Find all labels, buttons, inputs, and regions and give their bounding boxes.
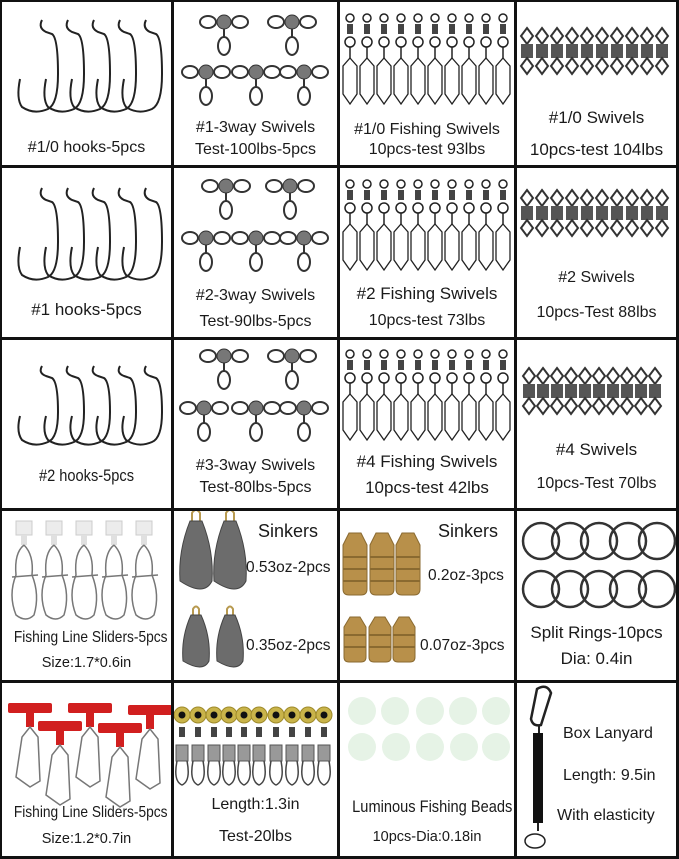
cell-hooks-1-0: #1/0 hooks-5pcs: [2, 2, 171, 165]
cell-sublabel: Test-20lbs: [219, 828, 292, 845]
cell-label: Fishing Line Sliders-5pcs: [13, 629, 168, 646]
cell-hooks-1: #1 hooks-5pcs: [2, 168, 171, 337]
cell-fishing-swivels-1-0: #1/0 Fishing Swivels 10pcs-test 93lbs: [340, 2, 514, 165]
sinker-weight-small: 0.35oz-2pcs: [246, 637, 331, 654]
cell-sublabel: 10pcs-Dia:0.18in: [372, 829, 482, 845]
cell-swivels-1-0: #1/0 Swivels 10pcs-test 104lbs: [517, 2, 676, 165]
luminous-bead-icon: [348, 697, 510, 761]
hook-icon: [17, 187, 164, 281]
cell-3way-swivels-3: #3-3way Swivels Test-80lbs-5pcs: [174, 340, 337, 508]
cell-label: #2 Swivels: [558, 269, 635, 286]
cell-line-sliders-white: Fishing Line Sliders-5pcs Size:1.7*0.6in: [2, 511, 171, 680]
cell-fishing-swivels-4: #4 Fishing Swivels 10pcs-test 42lbs: [340, 340, 514, 508]
lanyard-length: Length: 9.5in: [563, 767, 656, 784]
cell-label: #1/0 hooks-5pcs: [27, 139, 146, 156]
hook-icon: [17, 19, 164, 113]
cell-label: Luminous Fishing Beads: [352, 797, 513, 816]
cell-fishing-swivels-2: #2 Fishing Swivels 10pcs-test 73lbs: [340, 168, 514, 337]
grid-divider: [337, 0, 340, 859]
cell-label: #1/0 Fishing Swivels: [354, 121, 500, 138]
cell-label: #1/0 Swivels: [548, 108, 645, 127]
grid-divider: [0, 165, 679, 168]
grid-divider: [171, 0, 174, 859]
cell-label: #4 Fishing Swivels: [356, 452, 498, 471]
cell-sublabel: 10pcs-Test 88lbs: [536, 304, 657, 321]
cell-split-rings: Split Rings-10pcs Dia: 0.4in: [517, 511, 676, 680]
cell-sublabel: 10pcs-test 73lbs: [368, 312, 486, 329]
cell-label: Split Rings-10pcs: [530, 623, 663, 642]
cell-label: #2 Fishing Swivels: [356, 284, 498, 303]
cell-3way-swivels-2: #2-3way Swivels Test-90lbs-5pcs: [174, 168, 337, 337]
sinkers-title: Sinkers: [258, 521, 319, 541]
cell-sublabel: 10pcs-test 104lbs: [529, 140, 664, 159]
sinker-weight-large: 0.53oz-2pcs: [246, 559, 331, 576]
cell-label: Fishing Line Sliders-5pcs: [13, 804, 168, 821]
cell-sublabel: Test-80lbs-5pcs: [199, 479, 312, 496]
lanyard-title: Box Lanyard: [563, 725, 653, 742]
cell-sublabel: 10pcs-test 42lbs: [365, 478, 489, 497]
cell-swivels-4: #4 Swivels 10pcs-Test 70lbs: [517, 340, 676, 508]
cell-luminous-beads: Luminous Fishing Beads 10pcs-Dia:0.18in: [340, 683, 514, 856]
cell-sublabel: Size:1.7*0.6in: [41, 655, 132, 671]
cell-label: #2 hooks-5pcs: [38, 466, 135, 485]
split-ring-icon: [521, 521, 676, 609]
cell-sublabel: Test-90lbs-5pcs: [199, 313, 312, 330]
grid-divider: [0, 508, 679, 511]
lanyard-icon: [524, 685, 553, 849]
lanyard-feature: With elasticity: [557, 807, 655, 824]
cell-label: #4 Swivels: [555, 440, 638, 459]
cell-sublabel: Test-100lbs-5pcs: [195, 141, 316, 158]
grid-border-bottom: [0, 856, 679, 859]
cell-sublabel: Size:1.2*0.7in: [41, 831, 132, 847]
cell-sublabel: Dia: 0.4in: [560, 649, 633, 668]
grid-divider: [514, 0, 517, 859]
grid-divider: [0, 337, 679, 340]
cell-label: #3-3way Swivels: [195, 457, 316, 474]
cell-swivels-2: #2 Swivels 10pcs-Test 88lbs: [517, 168, 676, 337]
cell-lead-sinkers: Sinkers 0.53oz-2pcs 0.35oz-2pcs: [174, 511, 337, 680]
grid-divider: [0, 680, 679, 683]
cell-sublabel: 10pcs-test 93lbs: [368, 141, 486, 158]
cell-brass-sinkers: Sinkers 0.2oz-3pcs 0.07oz-3pcs: [340, 511, 514, 680]
cell-hooks-2: #2 hooks-5pcs: [2, 340, 171, 508]
sinker-weight-large: 0.2oz-3pcs: [428, 567, 504, 584]
cell-box-lanyard: Box Lanyard Length: 9.5in With elasticit…: [517, 683, 676, 856]
grid-border-right: [676, 0, 679, 859]
cell-line-sliders-red: Fishing Line Sliders-5pcs Size:1.2*0.7in: [2, 683, 171, 856]
cell-bead-snap-swivels: Length:1.3in Test-20lbs: [174, 683, 337, 856]
cell-sublabel: 10pcs-Test 70lbs: [536, 475, 657, 492]
cell-label: #2-3way Swivels: [195, 287, 316, 304]
sinker-weight-small: 0.07oz-3pcs: [420, 637, 505, 654]
sinkers-title: Sinkers: [438, 521, 499, 541]
grid-border-left: [0, 0, 2, 859]
cell-label: #1-3way Swivels: [195, 119, 316, 136]
hook-icon: [17, 365, 164, 446]
cell-label: Length:1.3in: [211, 796, 300, 813]
cell-label: #1 hooks-5pcs: [31, 300, 142, 319]
cell-3way-swivels-1: #1-3way Swivels Test-100lbs-5pcs: [174, 2, 337, 165]
